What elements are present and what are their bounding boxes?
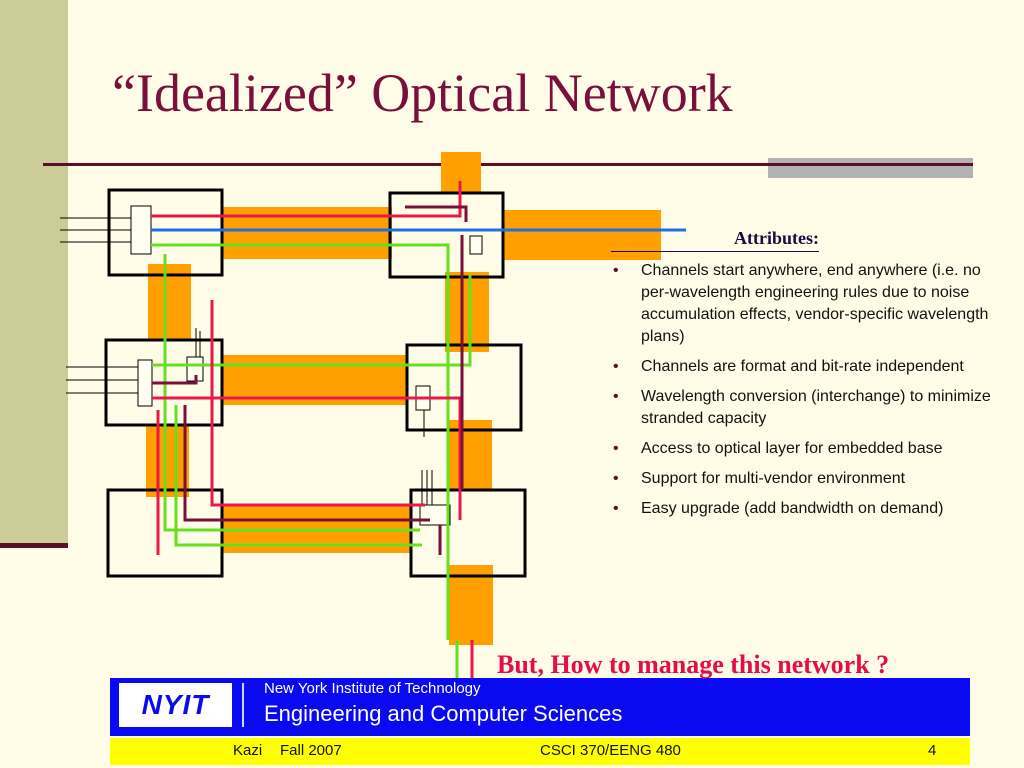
switch-element [137, 359, 153, 407]
footer-info-bar [110, 737, 970, 765]
footer-author: Kazi [233, 742, 263, 759]
side-rule [0, 543, 68, 548]
channel-green [151, 243, 450, 640]
fiber-link [448, 420, 492, 490]
attribute-text: Support for multi-vendor environment [641, 470, 906, 487]
footer-divider [242, 683, 244, 727]
attributes-list: • Channels start anywhere, end anywhere (… [609, 260, 1004, 528]
channel-red [152, 396, 462, 520]
fiber-link [449, 565, 493, 645]
bullet: • [613, 262, 619, 279]
title-rule-accent [768, 158, 973, 178]
channel-maroon [405, 205, 468, 222]
callout-question: But, How to manage this network ? [497, 650, 890, 679]
switch-element [419, 504, 451, 526]
nyit-logo: NYIT [119, 683, 232, 727]
channel-green [152, 275, 472, 367]
switch-element [469, 235, 483, 255]
page-number: 4 [928, 742, 937, 759]
footer-term: Fall 2007 [280, 742, 342, 759]
bullet: • [613, 440, 619, 457]
channel-green [174, 405, 422, 547]
network-node [409, 488, 527, 578]
fiber-link [445, 272, 489, 352]
switch-elements [130, 205, 483, 526]
attribute-item: • Easy upgrade (add bandwidth on demand) [609, 498, 1004, 520]
side-band [0, 0, 68, 545]
attribute-item: • Channels are format and bit-rate indepe… [609, 356, 1004, 378]
bullet: • [613, 358, 619, 375]
attribute-text: Channels are format and bit-rate indepen… [641, 358, 964, 375]
attribute-text: Easy upgrade (add bandwidth on demand) [641, 500, 944, 517]
attribute-text: Wavelength conversion (interchange) to m… [641, 388, 991, 427]
attribute-item: • Channels start anywhere, end anywhere (… [609, 260, 1004, 348]
institution-name: New York Institute of Technology [264, 680, 481, 697]
attribute-text: Channels start anywhere, end anywhere (i… [641, 262, 989, 345]
switch-element [130, 205, 152, 255]
fiber-link [148, 264, 191, 340]
attribute-text: Access to optical layer for embedded bas… [641, 440, 943, 457]
bullet: • [613, 500, 619, 517]
channel-red [210, 300, 425, 507]
channel-maroon [152, 375, 198, 385]
logo-text: NYIT [141, 689, 210, 720]
attribute-item: • Support for multi-vendor environment [609, 468, 1004, 490]
slide-title: “Idealized” Optical Network [112, 63, 733, 123]
attributes-heading: Attributes: [611, 228, 819, 252]
footer-course: CSCI 370/EENG 480 [540, 742, 681, 759]
network-node [405, 343, 523, 432]
bullet: • [613, 470, 619, 487]
channel-red [151, 181, 462, 218]
channel-maroon [183, 405, 430, 522]
channel-green [163, 254, 420, 532]
department-name: Engineering and Computer Sciences [264, 701, 623, 726]
optical-channels [151, 181, 686, 680]
fiber-link [146, 425, 189, 497]
bullet: • [613, 388, 619, 405]
attribute-item: • Access to optical layer for embedded ba… [609, 438, 1004, 460]
footer-banner [110, 678, 970, 736]
attribute-item: • Wavelength conversion (interchange) to … [609, 386, 1004, 430]
title-rule [43, 163, 973, 166]
ports [60, 217, 433, 505]
